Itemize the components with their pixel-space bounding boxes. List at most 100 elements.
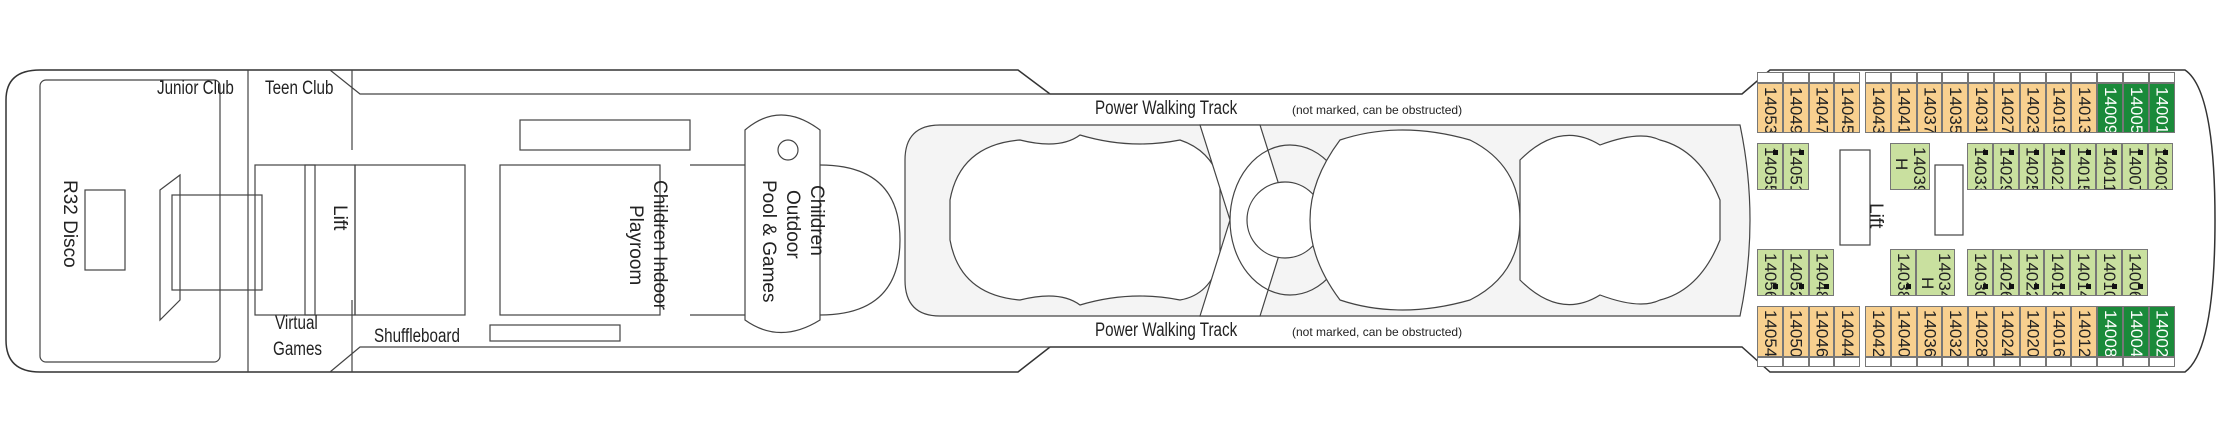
virtual-games-label-line2: Games — [273, 339, 322, 360]
corridor-cell — [1865, 72, 1891, 83]
cabin-14027[interactable]: 14027 — [1994, 83, 2020, 133]
cabin-number: 14043 — [1868, 87, 1888, 133]
corridor-cell — [1968, 357, 1994, 367]
cabin-14040[interactable]: 14040 — [1890, 306, 1917, 357]
sofa-bed-icon — [2008, 150, 2014, 155]
cabin-14026[interactable]: 14026 — [1992, 249, 2019, 296]
cabin-14048[interactable]: 14048 — [1808, 249, 1835, 296]
corridor-cell — [2071, 72, 2098, 83]
cabin-14043[interactable]: 14043 — [1865, 83, 1891, 133]
cabin-14022[interactable]: 14022 — [2018, 249, 2045, 296]
cabin-14046[interactable]: 14046 — [1808, 306, 1835, 357]
corridor-cell — [2097, 72, 2123, 83]
indoor-playroom-label-line2: Playroom — [625, 205, 646, 286]
cabin-14009[interactable]: 14009 — [2097, 83, 2123, 133]
cabin-number: 14024 — [1997, 310, 2017, 357]
cabin-14023[interactable]: 14023 — [2019, 83, 2046, 133]
corridor-cell — [1968, 72, 1994, 83]
cabin-14020[interactable]: 14020 — [2019, 306, 2046, 357]
cabin-14033[interactable]: 14033 — [1967, 143, 1993, 190]
cabin-14015[interactable]: 14015 — [2070, 143, 2096, 190]
cabin-number: 14035 — [1946, 87, 1966, 133]
cabin-14050[interactable]: 14050 — [1782, 306, 1809, 357]
cabin-number: 14014 — [2073, 253, 2093, 296]
cabin-14011[interactable]: 14011 — [2096, 143, 2122, 190]
cabin-14016[interactable]: 14016 — [2045, 306, 2072, 357]
cabin-number: 14049 — [1786, 87, 1806, 133]
corridor-cell — [1865, 357, 1891, 367]
sofa-bed-icon — [1798, 150, 1804, 155]
sofa-bed-icon — [2060, 150, 2066, 155]
cabin-14014[interactable]: 14014 — [2070, 249, 2096, 296]
cabin-number: 14013 — [2075, 87, 2095, 133]
cabin-number: 14044 — [1838, 310, 1858, 357]
cabin-number: 14020 — [2023, 310, 2043, 357]
cabin-14024[interactable]: 14024 — [1994, 306, 2020, 357]
cabin-14018[interactable]: 14018 — [2044, 249, 2071, 296]
cabin-number: 14033 — [1970, 147, 1990, 190]
cabin-14010[interactable]: 14010 — [2096, 249, 2122, 296]
cabin-14052[interactable]: 14052 — [1782, 249, 1809, 296]
sofa-bed-icon — [2137, 150, 2143, 155]
walking-track-bottom-note: (not marked, can be obstructed) — [1292, 325, 1463, 339]
cabin-14001[interactable]: 14001 — [2148, 83, 2175, 133]
cabin-number: 14030 — [1970, 253, 1990, 296]
cabin-number: 14007 — [2125, 147, 2145, 190]
cabin-14007[interactable]: 14007 — [2121, 143, 2148, 190]
cabin-14035[interactable]: 14035 — [1942, 83, 1969, 133]
cabin-14029[interactable]: 14029 — [1992, 143, 2019, 190]
cabin-14028[interactable]: 14028 — [1968, 306, 1994, 357]
cabin-14037[interactable]: 14037 — [1916, 83, 1943, 133]
cabin-number: 14036 — [1920, 310, 1940, 357]
cabin-number: 14034 — [1934, 253, 1954, 296]
cabin-14002[interactable]: 14002 — [2148, 306, 2175, 357]
cabin-14003[interactable]: 14003 — [2147, 143, 2174, 190]
cabin-14012[interactable]: 14012 — [2071, 306, 2098, 357]
corridor-cell — [1834, 72, 1861, 83]
cabin-14044[interactable]: 14044 — [1834, 306, 1861, 357]
cabin-14030[interactable]: 14030 — [1967, 249, 1993, 296]
cabin-number: 14004 — [2126, 310, 2146, 357]
cabin-number: 14009 — [2100, 87, 2120, 133]
cabin-14051[interactable]: 14051 — [1782, 143, 1809, 190]
cabin-14055[interactable]: 14055 — [1757, 143, 1783, 190]
cabin-14053[interactable]: 14053 — [1757, 83, 1783, 133]
sofa-bed-icon — [1982, 284, 1988, 289]
sofa-bed-icon — [2008, 284, 2014, 289]
cabin-14054[interactable]: 14054 — [1757, 306, 1783, 357]
cabin-14042[interactable]: 14042 — [1865, 306, 1891, 357]
cabin-number: 14046 — [1812, 310, 1832, 357]
cabin-14013[interactable]: 14013 — [2071, 83, 2098, 133]
cabin-14021[interactable]: 14021 — [2044, 143, 2071, 190]
corridor-cell — [1916, 72, 1943, 83]
cabin-14008[interactable]: 14008 — [2097, 306, 2123, 357]
cabin-14004[interactable]: 14004 — [2123, 306, 2149, 357]
cabin-number: 14003 — [2151, 147, 2171, 190]
cabin-14031[interactable]: 14031 — [1968, 83, 1994, 133]
cabin-14056[interactable]: 14056 — [1757, 249, 1783, 296]
cabin-14045[interactable]: 14045 — [1834, 83, 1861, 133]
cabin-number: 14054 — [1760, 310, 1780, 357]
cabin-14038[interactable]: 14038 — [1890, 249, 1916, 296]
cabin-14019[interactable]: 14019 — [2045, 83, 2072, 133]
cabin-14005[interactable]: 14005 — [2123, 83, 2149, 133]
sofa-bed-icon — [1824, 284, 1830, 289]
cabin-14047[interactable]: 14047 — [1808, 83, 1835, 133]
disco-label: R32 Disco — [59, 180, 80, 268]
cabin-number: 14052 — [1786, 253, 1806, 296]
cabin-number: 14051 — [1786, 147, 1806, 190]
corridor-cell — [2019, 72, 2046, 83]
corridor-cell — [1808, 72, 1835, 83]
cabin-14025[interactable]: 14025 — [2018, 143, 2045, 190]
cabin-14032[interactable]: 14032 — [1942, 306, 1969, 357]
cabin-14041[interactable]: 14041 — [1890, 83, 1917, 133]
corridor-cell — [2071, 357, 2098, 367]
cabin-14049[interactable]: 14049 — [1782, 83, 1809, 133]
cabin-14036[interactable]: 14036 — [1916, 306, 1943, 357]
cabin-number: 14012 — [2075, 310, 2095, 357]
indoor-playroom-label-line1: Children Indoor — [649, 180, 670, 310]
cabin-14006[interactable]: 14006 — [2121, 249, 2148, 296]
